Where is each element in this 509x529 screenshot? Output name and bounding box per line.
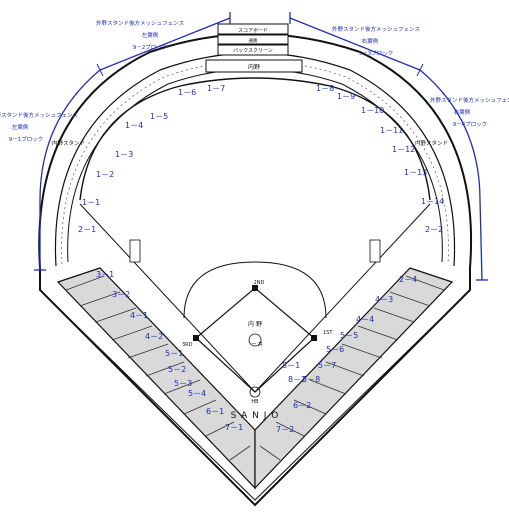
- mesh-fence-brackets: [34, 12, 488, 281]
- block-label: 1－1: [82, 198, 100, 207]
- block-label: 3－1: [96, 270, 114, 279]
- block-label: 1－12: [392, 145, 415, 154]
- first-base-label: 1ST: [323, 330, 333, 336]
- block-label: 5－1: [165, 349, 183, 358]
- block-label: 5－3: [174, 379, 192, 388]
- block-label: 1－10: [361, 106, 384, 115]
- block-label: 1－11: [380, 126, 403, 135]
- block-label: 4－4: [356, 315, 374, 324]
- infield-label: 内 野: [248, 320, 262, 328]
- block-label: 4－1: [130, 311, 148, 320]
- block-label: 2－4: [399, 275, 417, 284]
- group-note-line1: 外野スタンド後方メッシュフェンス: [430, 96, 509, 104]
- block-labels: 1－7 1－6 1－5 1－4 1－3 1－2 1－1 2－1 3－1 3－2 4－1 4－25－1 5…: [78, 84, 444, 434]
- block-label: 4－2: [145, 332, 163, 341]
- block-label: 1－4: [125, 121, 143, 130]
- block-label: 1－2: [96, 170, 114, 179]
- group-note-line2: 左翼側: [142, 31, 159, 39]
- group-note: 外野スタンド後方メッシュフェンス 右翼側 9－4ブロック: [430, 96, 509, 128]
- block-label: 6－1: [206, 407, 224, 416]
- block-label: 5－7: [318, 361, 336, 370]
- block-label: 1－5: [150, 112, 168, 121]
- block-label: 2－2: [425, 225, 443, 234]
- group-note-line2: 左翼側: [12, 123, 29, 131]
- block-label: 8－2: [288, 375, 306, 384]
- group-note-line1: 外野スタンド後方メッシュフェンス: [0, 111, 78, 119]
- block-label: 1－6: [178, 88, 196, 97]
- block-label: 5－5: [340, 331, 358, 340]
- group-note: 外野スタンド後方メッシュフェンス 左翼側 9－2ブロック: [96, 19, 184, 51]
- second-base-label: 2ND: [254, 280, 265, 286]
- group-note-line3: 9－4ブロック: [453, 120, 488, 128]
- block-label: 6－2: [293, 401, 311, 410]
- block-label: 2－1: [78, 225, 96, 234]
- group-note-line3: 9－1ブロック: [9, 135, 44, 143]
- block-label: 7－1: [225, 423, 243, 432]
- block-label: 7－2: [276, 425, 294, 434]
- block-label: 1－3: [115, 150, 133, 159]
- group-note-line2: 右翼側: [454, 108, 471, 116]
- back-screen-label: バックスクリーン: [233, 48, 273, 54]
- block-label: 8－1: [282, 361, 300, 370]
- sanjo-lettering: S A N J O: [231, 411, 280, 421]
- group-note-line1: 外野スタンド後方メッシュフェンス: [96, 19, 184, 27]
- block-label: 1－8: [316, 84, 334, 93]
- block-label: 1－13: [404, 168, 427, 177]
- right-stand-label: 内野スタンド: [415, 139, 448, 147]
- block-label: 1－9: [337, 92, 355, 101]
- group-note-line2: 右翼側: [362, 37, 379, 45]
- block-label: 5－8: [302, 375, 320, 384]
- home-plate-label: HB: [251, 399, 259, 405]
- block-label: 4－3: [375, 295, 393, 304]
- block-label: 5－2: [168, 365, 186, 374]
- block-label: 5－6: [326, 345, 344, 354]
- group-note: 外野スタンド後方メッシュフェンス 右翼側 9－3ブロック: [332, 25, 420, 57]
- left-stand-label: 内野スタンド: [52, 139, 85, 147]
- block-label: 1－14: [421, 197, 444, 206]
- stadium-structure: [38, 23, 472, 507]
- third-base-label: 3RD: [182, 342, 193, 348]
- group-note-line3: 9－3ブロック: [359, 49, 394, 57]
- block-label: 1－7: [207, 84, 225, 93]
- gap-label: 通路: [249, 37, 258, 44]
- scoreboard-label: スコアボード: [238, 27, 268, 34]
- group-note: 外野スタンド後方メッシュフェンス 左翼側 9－1ブロック: [0, 111, 78, 143]
- outfield-label: 内野: [248, 63, 260, 71]
- block-label: 3－2: [112, 290, 130, 299]
- block-label: 5－4: [188, 389, 206, 398]
- group-note-line1: 外野スタンド後方メッシュフェンス: [332, 25, 420, 33]
- group-note-line3: 9－2ブロック: [133, 43, 168, 51]
- mound-label: 一 井: [251, 341, 263, 348]
